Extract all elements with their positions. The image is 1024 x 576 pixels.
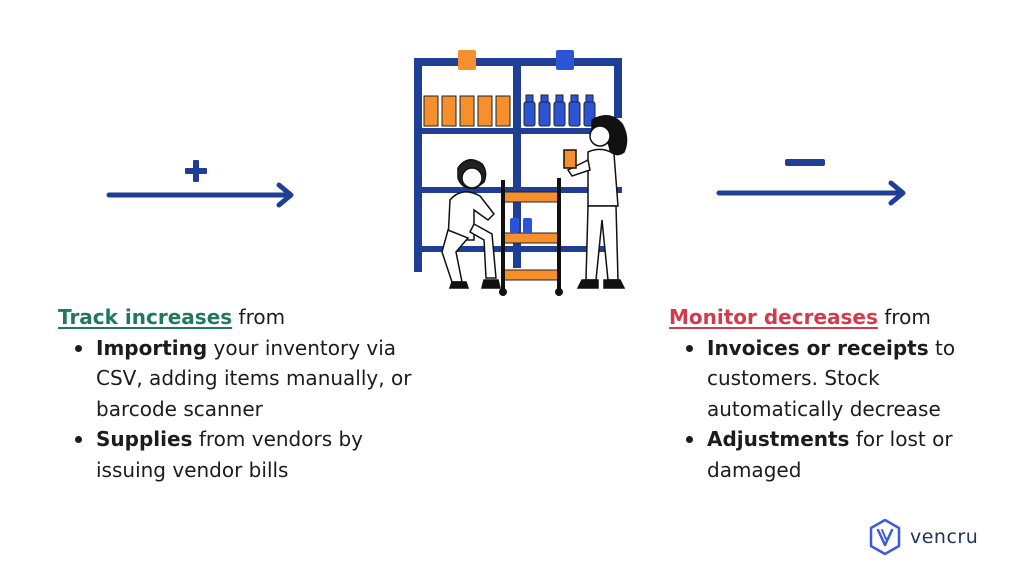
cart	[499, 178, 563, 296]
orange-jars	[423, 95, 511, 127]
vencru-logo: vencru	[868, 518, 978, 556]
decrease-heading: Monitor decreases from	[669, 302, 979, 333]
standing-person	[563, 115, 628, 289]
decrease-heading-key: Monitor decreases	[669, 305, 878, 329]
increase-heading-key: Track increases	[58, 305, 233, 329]
increase-heading-rest: from	[232, 305, 286, 329]
increase-arrow	[106, 160, 294, 208]
crouching-person	[441, 159, 501, 289]
increase-heading: Track increases from	[58, 302, 418, 333]
inventory-illustration	[414, 50, 628, 296]
shelf-unit	[414, 50, 622, 272]
list-item: Importing your inventory via CSV, adding…	[58, 333, 418, 425]
increase-list: Importing your inventory via CSV, adding…	[58, 333, 418, 486]
decrease-arrow	[716, 159, 906, 206]
decrease-heading-rest: from	[877, 305, 931, 329]
list-item: Adjustments for lost or damaged	[669, 424, 979, 485]
decrease-list: Invoices or receipts to customers. Stock…	[669, 333, 979, 486]
plus-icon	[185, 160, 207, 182]
blue-bottles	[523, 94, 596, 127]
vencru-logo-icon	[869, 518, 901, 556]
decrease-section: Monitor decreases from Invoices or recei…	[669, 302, 979, 485]
list-item: Supplies from vendors by issuing vendor …	[58, 424, 418, 485]
increase-section: Track increases from Importing your inve…	[58, 302, 418, 485]
logo-text: vencru	[910, 526, 979, 548]
list-item: Invoices or receipts to customers. Stock…	[669, 333, 979, 425]
minus-icon	[785, 159, 825, 166]
